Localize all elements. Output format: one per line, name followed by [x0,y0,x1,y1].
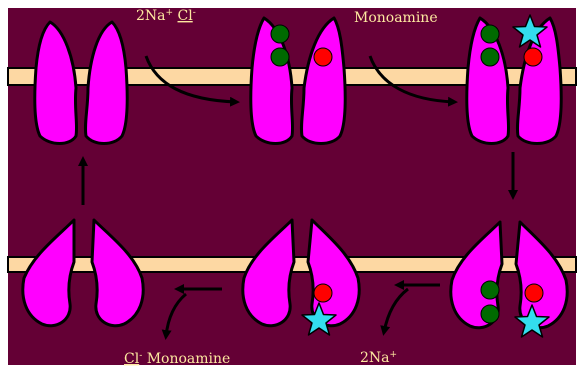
sodium-ion-6 [481,305,499,323]
sodium-ion-4 [481,48,499,66]
chloride-ion [314,48,332,66]
chloride-ion-4 [314,284,332,302]
label-monoamine-top: Monoamine [354,10,438,26]
sodium-ion-3 [481,25,499,43]
sodium-ion-5 [481,281,499,299]
chloride-ion-2 [524,48,542,66]
chloride-ion-3 [525,284,543,302]
sodium-ion-1 [271,25,289,43]
sodium-ion-2 [271,48,289,66]
